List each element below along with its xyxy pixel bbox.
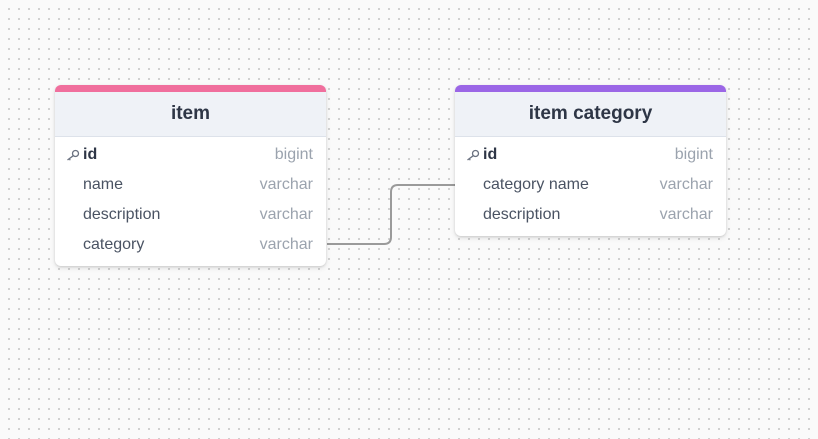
field-type: varchar xyxy=(259,236,313,253)
field-type: varchar xyxy=(659,206,713,223)
field-row-category-name[interactable]: category name varchar xyxy=(455,170,726,200)
field-row-id[interactable]: id bigint xyxy=(55,140,326,170)
field-name: category xyxy=(83,236,145,253)
field-name: id xyxy=(83,146,98,163)
field-row-category[interactable]: category varchar xyxy=(55,230,326,260)
field-name: category name xyxy=(483,176,589,193)
table-item-fields: id bigint name varchar description varch… xyxy=(55,137,326,266)
table-item-category-accent-bar xyxy=(455,85,726,92)
table-item-title[interactable]: item xyxy=(55,92,326,137)
field-name: id xyxy=(483,146,498,163)
relationship-connector[interactable] xyxy=(327,184,455,245)
table-item-category-fields: id bigint category name varchar descript… xyxy=(455,137,726,236)
table-item-accent-bar xyxy=(55,85,326,92)
field-row-name[interactable]: name varchar xyxy=(55,170,326,200)
key-icon xyxy=(66,149,80,161)
table-item-category-title[interactable]: item category xyxy=(455,92,726,137)
field-type: bigint xyxy=(274,146,313,163)
field-name: description xyxy=(83,206,161,223)
field-name: description xyxy=(483,206,561,223)
field-type: varchar xyxy=(259,206,313,223)
field-type: bigint xyxy=(674,146,713,163)
field-row-description[interactable]: description varchar xyxy=(455,200,726,230)
field-type: varchar xyxy=(259,176,313,193)
field-row-description[interactable]: description varchar xyxy=(55,200,326,230)
table-item[interactable]: item id bigint name varchar descriptio xyxy=(55,85,326,266)
key-icon xyxy=(466,149,480,161)
table-item-category[interactable]: item category id bigint category name va… xyxy=(455,85,726,236)
field-row-id[interactable]: id bigint xyxy=(455,140,726,170)
field-type: varchar xyxy=(659,176,713,193)
field-name: name xyxy=(83,176,124,193)
